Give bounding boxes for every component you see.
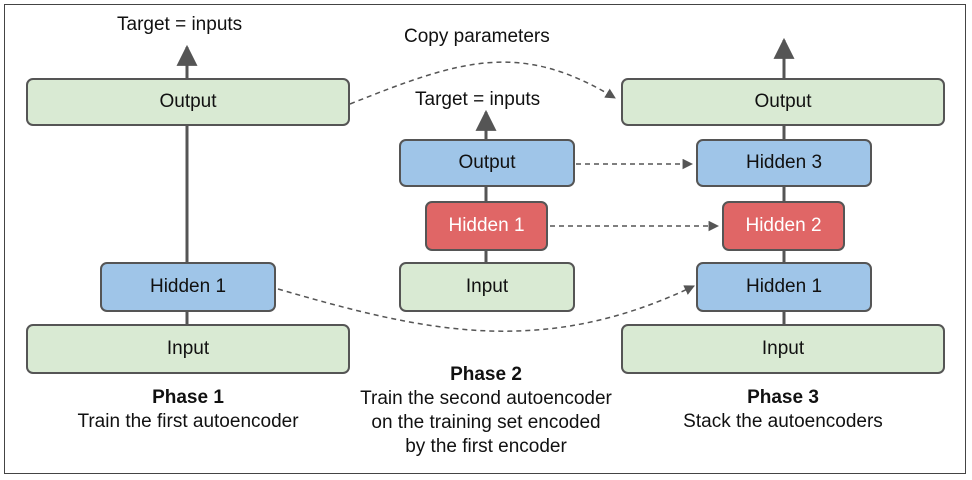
phase1-desc: Train the first autoencoder — [77, 411, 299, 432]
phase1-caption: Phase 1 Train the first autoencoder — [26, 386, 350, 434]
phase1-output-box: Output — [26, 78, 350, 126]
phase3-hidden3-box: Hidden 3 — [696, 139, 872, 187]
phase3-hidden2-box: Hidden 2 — [722, 201, 845, 251]
phase2-target-label: Target = inputs — [415, 89, 541, 110]
phase3-caption: Phase 3 Stack the autoencoders — [621, 386, 945, 434]
phase1-title: Phase 1 — [152, 387, 224, 408]
copy-output-curve — [349, 61, 616, 105]
phase3-output-box: Output — [621, 78, 945, 126]
phase3-title: Phase 3 — [747, 387, 819, 408]
phase2-desc-line1: Train the second autoencoder — [360, 388, 612, 409]
phase1-hidden1-box: Hidden 1 — [100, 262, 276, 312]
phase1-target-label: Target = inputs — [117, 14, 243, 35]
phase2-output-box: Output — [399, 139, 575, 187]
phase1-input-box: Input — [26, 324, 350, 374]
phase3-desc: Stack the autoencoders — [683, 411, 883, 432]
phase2-desc-line3: by the first encoder — [405, 436, 567, 457]
copy-parameters-label: Copy parameters — [404, 26, 550, 47]
phase2-input-box: Input — [399, 262, 575, 312]
phase3-input-box: Input — [621, 324, 945, 374]
phase2-desc-line2: on the training set encoded — [371, 412, 601, 433]
copy-hidden1-curve — [277, 285, 695, 332]
phase2-title: Phase 2 — [450, 364, 522, 385]
phase2-hidden1-box: Hidden 1 — [425, 201, 548, 251]
phase3-hidden1-box: Hidden 1 — [696, 262, 872, 312]
phase2-caption: Phase 2 Train the second autoencoder on … — [326, 363, 646, 459]
